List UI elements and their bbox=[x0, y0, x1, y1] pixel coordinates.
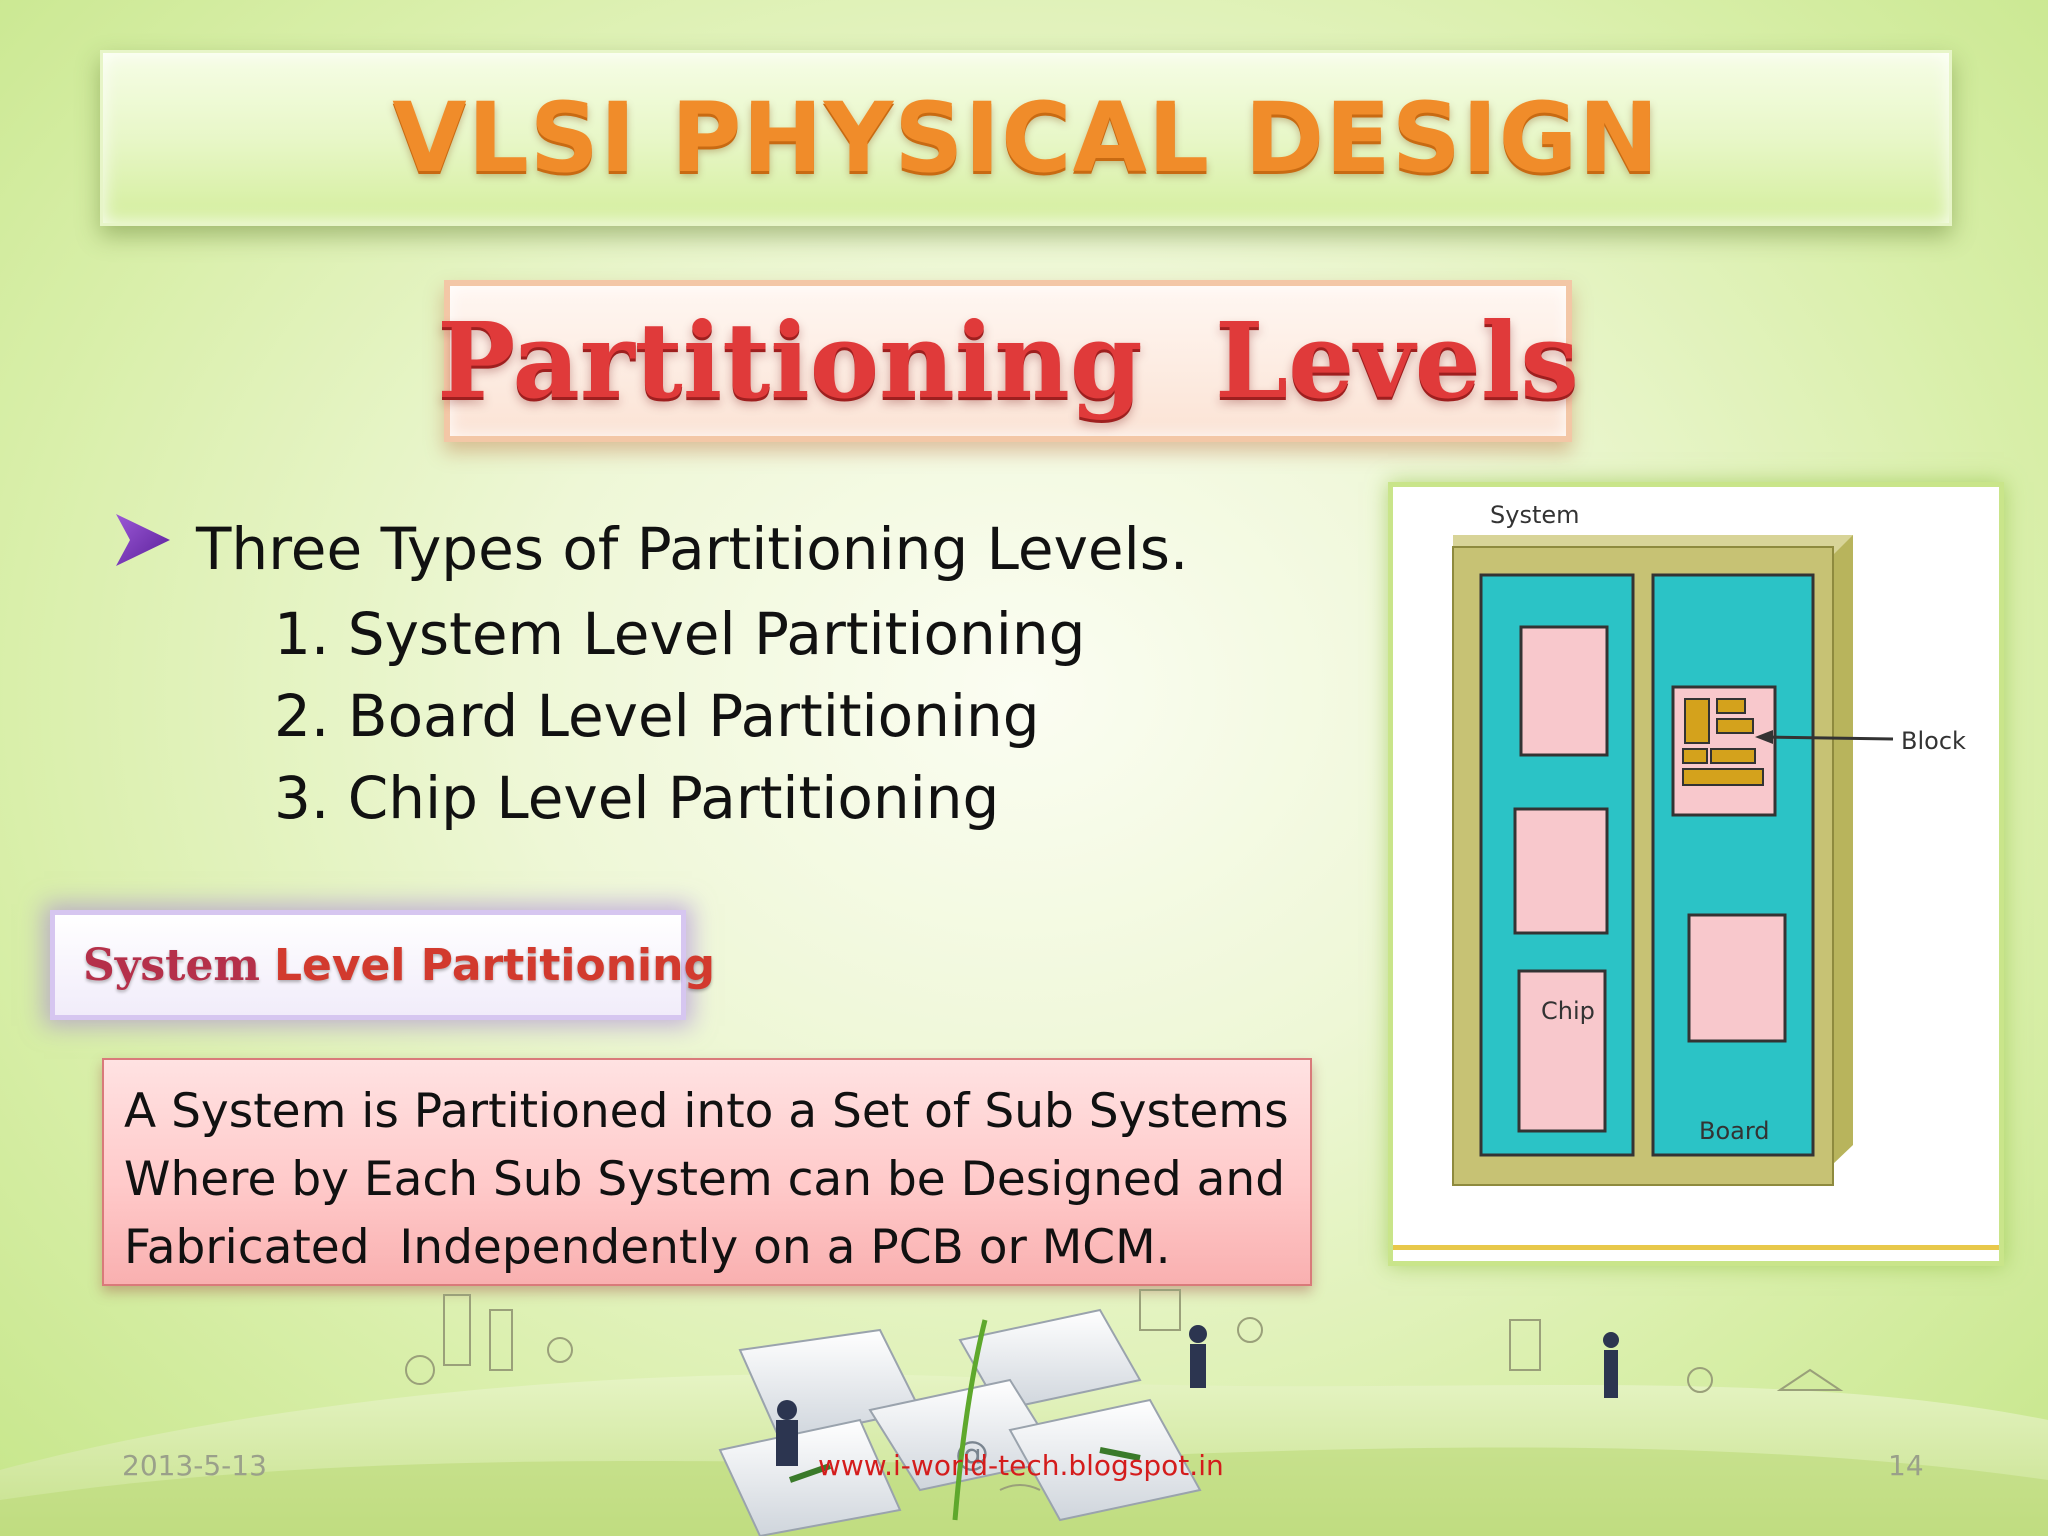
chip-3 bbox=[1517, 969, 1607, 1133]
level-item-3: 3. Chip Level Partitioning bbox=[274, 764, 1000, 832]
section-label-part1: System bbox=[83, 939, 260, 991]
diagram-baseline bbox=[1393, 1245, 1999, 1250]
description-line-1: A System is Partitioned into a Set of Su… bbox=[124, 1084, 1289, 1139]
block-element bbox=[1684, 698, 1710, 744]
section-label: System Level Partitioning bbox=[50, 910, 715, 1020]
people-figures bbox=[776, 1325, 1619, 1466]
block-label: Block bbox=[1901, 727, 1966, 755]
level-item-1: 1. System Level Partitioning bbox=[274, 600, 1086, 668]
board-right bbox=[1651, 573, 1815, 1157]
chip-4 bbox=[1687, 913, 1787, 1043]
description-box: A System is Partitioned into a Set of Su… bbox=[102, 1058, 1312, 1286]
block-pointer-line bbox=[1764, 735, 1894, 741]
block-element bbox=[1710, 748, 1756, 764]
chip-label: Chip bbox=[1541, 997, 1595, 1025]
keyboard-keys-landscape: @ bbox=[0, 1289, 2048, 1536]
city-outline bbox=[405, 1289, 1844, 1491]
section-label-part2: Level Partitioning bbox=[274, 939, 715, 991]
block-element bbox=[1716, 718, 1754, 734]
block-element bbox=[1682, 748, 1708, 764]
diagram-svg: System Chip Block Board bbox=[1393, 501, 1999, 1250]
page-number: 14 bbox=[1888, 1449, 1924, 1482]
block-element bbox=[1682, 768, 1764, 786]
description-line-2: Where by Each Sub System can be Designed… bbox=[124, 1152, 1286, 1207]
board-label: Board bbox=[1699, 1117, 1770, 1145]
footer-url[interactable]: www.i-world-tech.blogspot.in bbox=[818, 1449, 1224, 1482]
partitioning-diagram: System Chip Block Board bbox=[1388, 482, 2004, 1266]
hill-front bbox=[0, 1447, 2048, 1536]
plant-stem bbox=[952, 1319, 988, 1521]
arrowhead-bullet-icon bbox=[116, 514, 170, 566]
slide-subtitle: Partitioning Levels bbox=[437, 299, 1579, 422]
bullet-heading: Three Types of Partitioning Levels. bbox=[196, 515, 1189, 583]
level-item-2: 2. Board Level Partitioning bbox=[274, 682, 1040, 750]
chip-1 bbox=[1519, 625, 1609, 757]
title-banner: VLSI PHYSICAL DESIGN bbox=[100, 50, 1952, 226]
footer-date: 2013-5-13 bbox=[122, 1449, 267, 1482]
block-pointer-arrowhead-icon bbox=[1755, 730, 1773, 744]
system-label: System bbox=[1490, 501, 1580, 529]
block-element bbox=[1716, 698, 1746, 714]
slide-title: VLSI PHYSICAL DESIGN bbox=[392, 82, 1660, 194]
chip-2 bbox=[1513, 807, 1609, 935]
description-line-3: Fabricated Independently on a PCB or MCM… bbox=[124, 1220, 1171, 1275]
subtitle-box: Partitioning Levels bbox=[437, 280, 1579, 442]
